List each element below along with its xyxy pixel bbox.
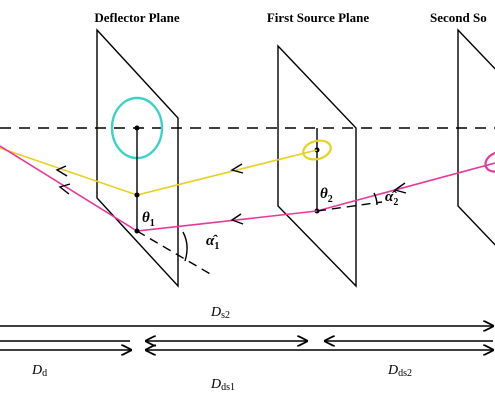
theta1-label: θ1 <box>142 210 155 229</box>
second-source-plane <box>457 28 495 246</box>
deflector-plane-title: Deflector Plane <box>94 10 180 25</box>
yellow-ray-arrow-1 <box>230 163 244 174</box>
second-source-ellipse <box>484 151 495 173</box>
deflector-plane <box>96 28 179 288</box>
first-source-plane <box>277 44 357 288</box>
yellow-ray-deflection-dot <box>134 192 140 198</box>
alpha1-arc <box>182 231 188 262</box>
dd-label: Dd <box>31 363 47 379</box>
alpha2-arc <box>373 192 378 206</box>
dds1-label: Dds1 <box>210 377 235 393</box>
alpha1-label: α̂1 <box>206 233 219 252</box>
yellow-ray <box>0 147 318 196</box>
second-source-plane-title: Second So <box>430 10 487 25</box>
first-source-plane-title: First Source Plane <box>267 10 370 25</box>
theta2-label: θ2 <box>320 186 333 205</box>
magenta-ray-arrow-2 <box>230 213 244 225</box>
yellow-ray-arrow-2 <box>55 165 68 177</box>
dds2-label: Dds2 <box>387 363 412 379</box>
alpha2-label: α̂2 <box>385 189 398 208</box>
ds2-label: Ds2 <box>210 305 230 321</box>
magenta-ray <box>0 145 495 232</box>
magenta-ray-arrow-3 <box>58 183 71 195</box>
alpha2-extension <box>316 201 383 212</box>
magenta-ray-arrow-1 <box>393 182 407 194</box>
